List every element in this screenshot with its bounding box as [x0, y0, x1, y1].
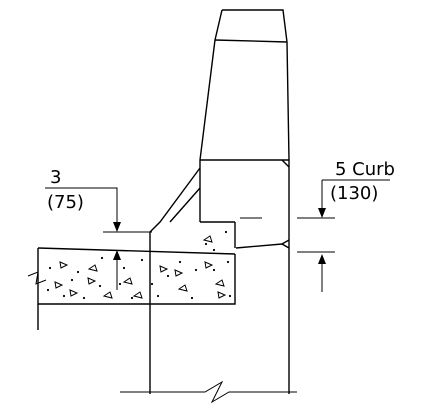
aggregate-dot — [194, 268, 198, 272]
aggregate-dot — [224, 230, 228, 234]
parapet-outline — [199, 9, 290, 248]
aggregate-triangle — [69, 289, 79, 297]
aggregate-dot — [62, 294, 66, 298]
aggregate-triangle — [59, 261, 69, 269]
right-dimension-metric: (130) — [330, 183, 378, 204]
aggregate-dot — [190, 296, 194, 300]
curb-haunch — [149, 167, 201, 248]
aggregate-dot — [76, 270, 80, 274]
right-dimension-value: 5 Curb — [335, 159, 395, 180]
aggregate-triangle — [202, 235, 213, 243]
aggregate-triangle — [159, 265, 169, 273]
aggregate-dot — [70, 278, 74, 282]
aggregate-dot — [82, 296, 86, 300]
aggregate-triangle — [87, 277, 97, 285]
aggregate-dot — [48, 266, 52, 270]
aggregate-triangle — [102, 291, 113, 299]
aggregate-dot — [100, 256, 104, 260]
aggregate-dot — [46, 288, 50, 292]
aggregate-triangle — [54, 281, 64, 289]
aggregate-triangle — [122, 277, 133, 285]
aggregate-dot — [178, 260, 182, 264]
aggregate-dot — [204, 242, 208, 246]
aggregate-triangle — [132, 291, 143, 299]
concrete-aggregate-hatch — [46, 230, 232, 300]
stem-break-line — [120, 380, 297, 404]
aggregate-triangle — [214, 279, 225, 287]
aggregate-dot — [212, 268, 216, 272]
aggregate-dot — [118, 282, 122, 286]
deck-slab — [37, 247, 236, 330]
left-dimension — [45, 187, 152, 290]
slab-break-line — [27, 271, 47, 285]
aggregate-triangle — [177, 284, 188, 292]
aggregate-dot — [98, 284, 102, 288]
left-dimension-value: 3 — [50, 167, 61, 188]
aggregate-triangle — [217, 291, 227, 299]
aggregate-dot — [122, 266, 126, 270]
aggregate-triangle — [87, 264, 98, 272]
aggregate-dot — [228, 294, 232, 298]
aggregate-dot — [130, 296, 134, 300]
aggregate-dot — [150, 282, 154, 286]
aggregate-dot — [226, 260, 230, 264]
aggregate-dot — [166, 274, 170, 278]
aggregate-triangle — [174, 269, 184, 277]
aggregate-dot — [212, 248, 216, 252]
wall-stem — [149, 248, 290, 394]
left-dimension-metric: (75) — [47, 192, 84, 213]
aggregate-dot — [140, 258, 144, 262]
aggregate-dot — [156, 294, 160, 298]
right-dimension — [240, 179, 390, 292]
aggregate-triangle — [204, 261, 214, 269]
curb-joint — [200, 221, 290, 249]
